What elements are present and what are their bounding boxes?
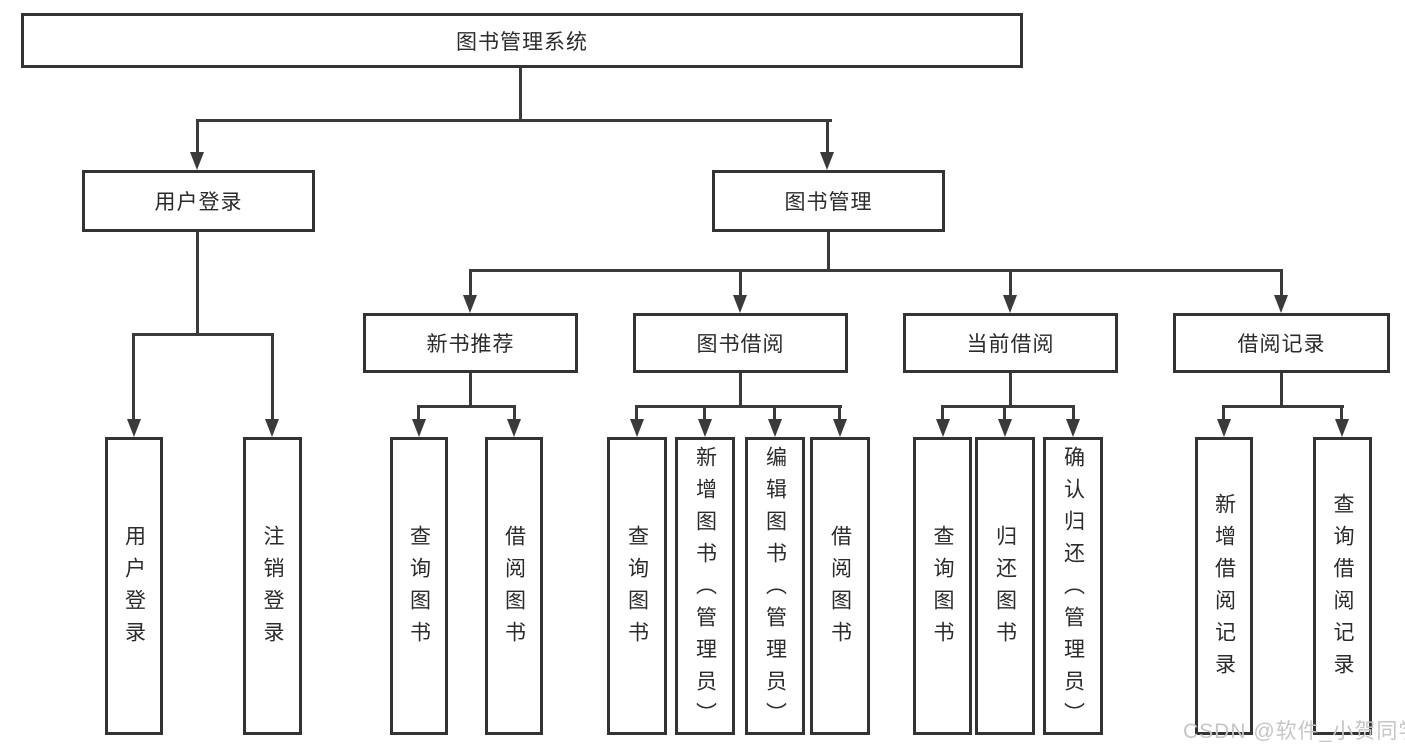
leaf-label: 注销登录 [261, 525, 284, 653]
arrow-down-icon [265, 419, 279, 437]
node-label: 借阅记录 [1237, 333, 1326, 356]
connector-line [827, 232, 830, 272]
arrow-down-icon [412, 419, 426, 437]
connector-line [196, 119, 199, 154]
arrow-down-icon [507, 419, 521, 437]
arrow-down-icon [998, 419, 1012, 437]
node-root: 图书管理系统 [21, 13, 1023, 68]
connector-line [773, 405, 776, 423]
leaf-borrow-books-recommend: 借阅图书 [485, 437, 543, 735]
leaf-label: 归还图书 [993, 525, 1017, 653]
connector-line [469, 269, 472, 299]
connector-line [417, 405, 420, 423]
arrow-down-icon [1274, 295, 1288, 313]
arrow-down-icon [463, 295, 477, 313]
leaf-label: 查询图书 [407, 525, 431, 653]
node-book-management-label: 图书管理 [784, 191, 873, 214]
connector-line [271, 333, 274, 421]
connector-line [1003, 405, 1006, 423]
connector-line [196, 232, 199, 335]
connector-line [1280, 269, 1283, 299]
node-book-borrow: 图书借阅 [633, 313, 848, 373]
node-user-login-label: 用户登录 [154, 191, 243, 214]
leaf-return-book: 归还图书 [975, 437, 1035, 735]
arrow-down-icon [820, 152, 834, 170]
connector-line [826, 119, 829, 154]
node-label: 当前借阅 [966, 333, 1055, 356]
leaf-label: 借阅图书 [828, 525, 852, 653]
arrow-down-icon [936, 419, 950, 437]
node-label: 图书借阅 [696, 333, 785, 356]
connector-line [469, 269, 1283, 272]
connector-line [469, 373, 472, 407]
connector-line [513, 405, 516, 423]
leaf-query-books-recommend: 查询图书 [390, 437, 448, 735]
leaf-query-books-borrow: 查询图书 [607, 437, 667, 735]
arrow-down-icon [833, 419, 847, 437]
connector-line [941, 405, 1075, 408]
leaf-logout: 注销登录 [243, 437, 302, 735]
connector-line [1222, 405, 1225, 423]
connector-line [941, 405, 944, 423]
leaf-label: 用户登录 [122, 525, 146, 653]
connector-line [1072, 405, 1075, 423]
node-borrow-record: 借阅记录 [1173, 313, 1390, 373]
leaf-label: 查询图书 [931, 525, 954, 653]
node-label: 新书推荐 [426, 333, 515, 356]
connector-line [132, 333, 274, 336]
arrow-down-icon [1003, 295, 1017, 313]
connector-line [1009, 269, 1012, 299]
leaf-label: 查询图书 [625, 525, 649, 653]
leaf-label: 查询借阅记录 [1331, 493, 1354, 685]
leaf-query-books-current: 查询图书 [913, 437, 972, 735]
arrow-down-icon [190, 152, 204, 170]
leaf-query-borrow-record: 查询借阅记录 [1313, 437, 1372, 735]
connector-line [417, 405, 516, 408]
connector-line [838, 405, 841, 423]
connector-line [196, 119, 832, 122]
node-user-login: 用户登录 [82, 170, 315, 232]
arrow-down-icon [1066, 419, 1080, 437]
csdn-watermark: CSDN @软件_小贺同学 [1183, 720, 1405, 743]
connector-line [739, 373, 742, 407]
leaf-user-login: 用户登录 [105, 437, 163, 735]
arrow-down-icon [733, 295, 747, 313]
leaf-confirm-return-admin: 确认归还（管理员） [1043, 437, 1103, 735]
connector-line [635, 405, 842, 408]
leaf-label: 确认归还（管理员） [1061, 446, 1085, 734]
arrow-down-icon [768, 419, 782, 437]
connector-line [132, 333, 135, 421]
connector-line [1340, 405, 1343, 423]
node-root-label: 图书管理系统 [456, 30, 588, 54]
arrow-down-icon [698, 419, 712, 437]
leaf-label: 编辑图书（管理员） [763, 446, 787, 734]
arrow-down-icon [1217, 419, 1231, 437]
leaf-label: 新增借阅记录 [1212, 493, 1236, 685]
connector-line [1222, 405, 1344, 408]
connector-line [1280, 373, 1283, 407]
node-book-management: 图书管理 [712, 170, 945, 232]
connector-line [703, 405, 706, 423]
leaf-add-borrow-record: 新增借阅记录 [1195, 437, 1253, 735]
connector-line [519, 68, 522, 121]
connector-line [739, 269, 742, 299]
leaf-edit-book-admin: 编辑图书（管理员） [745, 437, 805, 735]
arrow-down-icon [1335, 419, 1349, 437]
leaf-label: 借阅图书 [502, 525, 526, 653]
leaf-label: 新增图书（管理员） [693, 446, 717, 734]
connector-line [1009, 373, 1012, 407]
arrow-down-icon [127, 419, 141, 437]
leaf-borrow-books: 借阅图书 [810, 437, 870, 735]
leaf-add-book-admin: 新增图书（管理员） [675, 437, 735, 735]
connector-line [635, 405, 638, 423]
arrow-down-icon [630, 419, 644, 437]
node-new-book-recommend: 新书推荐 [363, 313, 578, 373]
node-current-borrow: 当前借阅 [903, 313, 1118, 373]
